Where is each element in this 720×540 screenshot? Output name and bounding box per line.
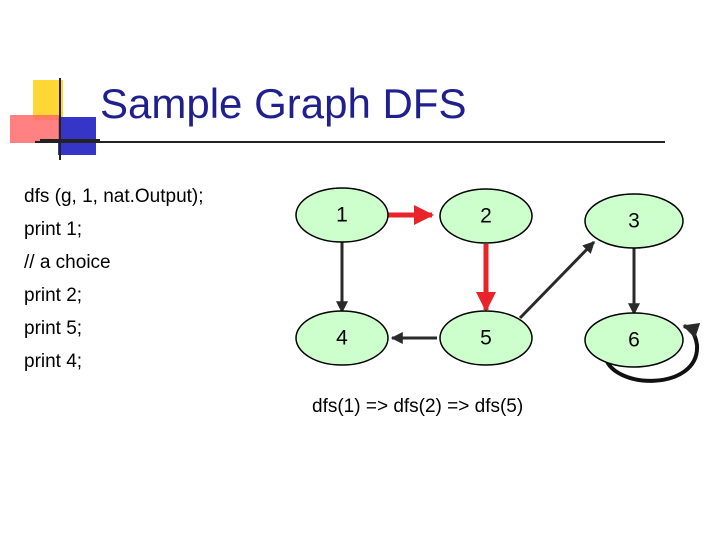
graph-node-3: 3 (584, 193, 684, 249)
graph-node-5: 5 (439, 310, 533, 366)
code-line: dfs (g, 1, nat.Output); (24, 186, 204, 207)
title-divider (35, 141, 665, 143)
graph-node-2: 2 (439, 188, 533, 244)
node-label: 1 (336, 204, 348, 227)
code-listing: dfs (g, 1, nat.Output); print 1; // a ch… (24, 180, 284, 378)
slide-title: Sample Graph DFS (100, 80, 467, 127)
code-line: print 5; (24, 318, 83, 339)
node-label: 3 (628, 210, 640, 233)
edge-6-6-self-loop (603, 322, 701, 383)
code-line: print 1; (24, 219, 83, 240)
graph-node-4: 4 (295, 310, 389, 366)
code-line: print 4; (24, 351, 83, 372)
code-line: // a choice (24, 252, 111, 273)
node-label: 2 (480, 205, 492, 228)
graph-node-1: 1 (295, 187, 389, 243)
edge-5-3 (518, 240, 596, 320)
slide-logo (10, 78, 100, 160)
node-label: 6 (628, 329, 640, 352)
code-line: print 2; (24, 285, 83, 306)
node-label: 4 (336, 327, 348, 350)
graph-node-6: 6 (584, 312, 684, 368)
node-label: 5 (480, 327, 492, 350)
dfs-trace-caption: dfs(1) => dfs(2) => dfs(5) (312, 396, 524, 417)
